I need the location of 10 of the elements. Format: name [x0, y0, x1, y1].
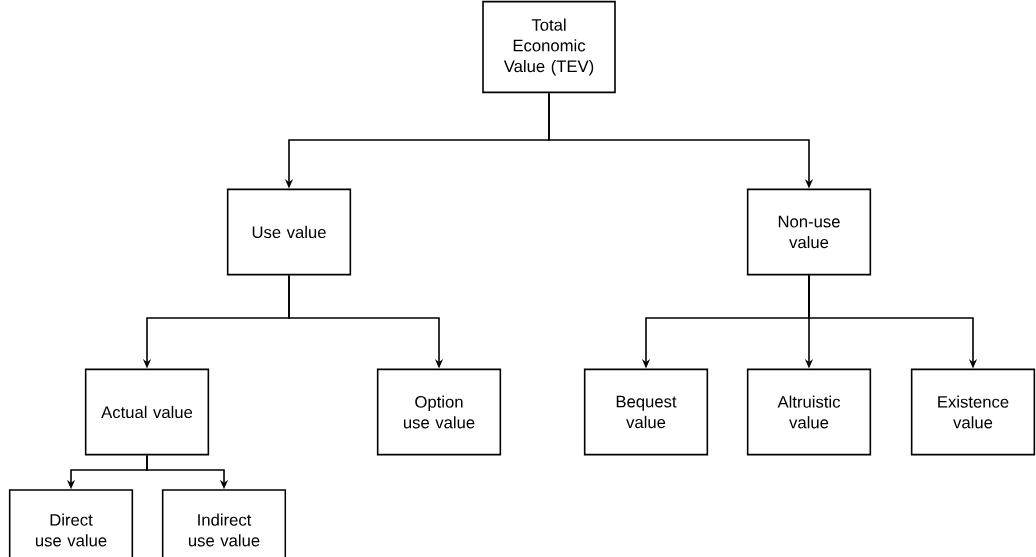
- value-box: Direct use value: [8, 489, 134, 557]
- value-box: Existence value: [910, 368, 1036, 456]
- value-box: Altruistic value: [746, 368, 872, 456]
- value-box: Indirect use value: [161, 489, 287, 557]
- value-box: Bequest value: [583, 368, 709, 456]
- value-box: Actual value: [84, 368, 210, 456]
- value-box: Option use value: [376, 368, 502, 456]
- value-box: Non-use value: [746, 188, 872, 276]
- value-box: Total Economic Value (TEV): [482, 0, 616, 94]
- value-box: Use value: [226, 188, 352, 276]
